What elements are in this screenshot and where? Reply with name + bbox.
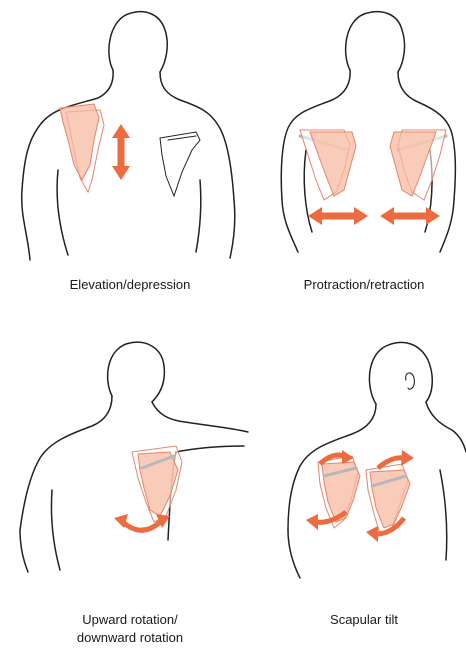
caption-protraction-retraction: Protraction/retraction — [262, 276, 466, 294]
arrow-horizontal-double-left — [308, 207, 368, 225]
caption-line: Elevation/depression — [20, 276, 240, 294]
caption-line: downward rotation — [20, 629, 240, 647]
scapula-left — [300, 130, 356, 200]
scapula-right — [366, 464, 410, 534]
scapula — [132, 446, 182, 522]
scapula-right — [160, 132, 200, 196]
caption-elevation-depression: Elevation/depression — [20, 276, 240, 294]
body-outline — [288, 342, 466, 578]
scapula-right — [390, 130, 446, 200]
panel-upward-downward-rotation — [20, 342, 248, 572]
arrow-vertical-double — [112, 124, 130, 180]
scapula-left — [60, 104, 104, 192]
panel-scapular-tilt — [288, 342, 466, 578]
caption-scapular-tilt: Scapular tilt — [262, 611, 466, 629]
panel-elevation-depression — [22, 12, 235, 260]
caption-line: Scapular tilt — [262, 611, 466, 629]
arrow-curved-double — [114, 514, 170, 530]
caption-line: Protraction/retraction — [262, 276, 466, 294]
caption-line: Upward rotation/ — [20, 611, 240, 629]
arrow-horizontal-double-right — [380, 207, 440, 225]
caption-upward-downward-rotation: Upward rotation/ downward rotation — [20, 611, 240, 647]
panel-protraction-retraction — [281, 12, 455, 252]
